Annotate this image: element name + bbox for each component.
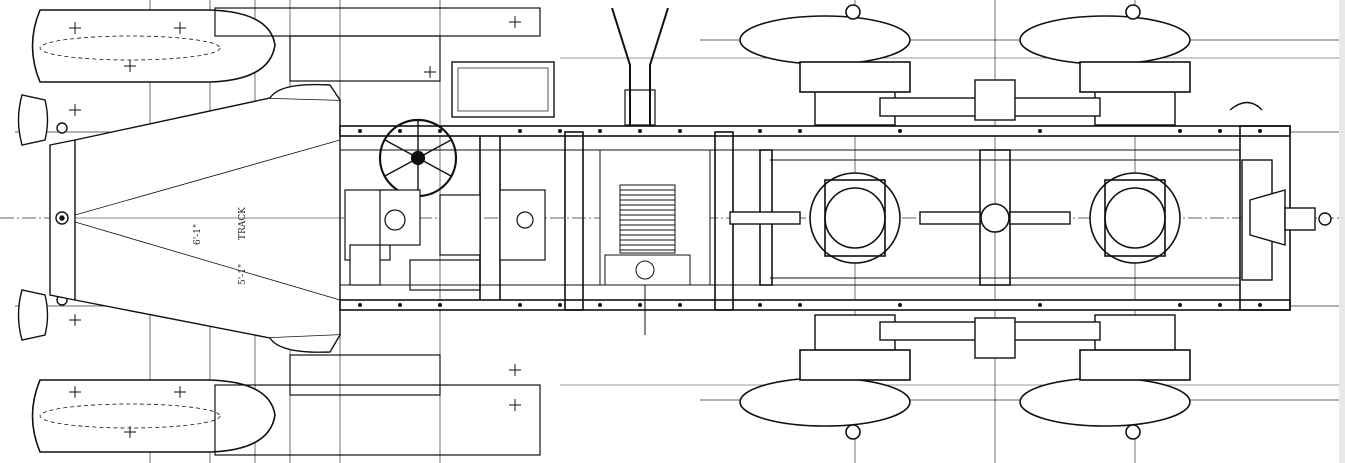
axle-housings	[814, 79, 1176, 359]
propeller-shafts	[729, 159, 1240, 279]
dimension-label-track: TRACK	[238, 207, 248, 240]
differentials	[809, 172, 1181, 264]
front-wheels	[31, 9, 276, 453]
dimension-label-width: 6'-1"	[193, 224, 203, 245]
rear-wheels	[739, 4, 1191, 440]
control-levers	[611, 7, 669, 126]
front-mudguards	[214, 7, 541, 456]
winch-drum	[599, 149, 711, 335]
engine-gearbox	[344, 189, 546, 291]
dimension-label-frame: 5'-1"	[238, 264, 248, 285]
scroll-edge	[1339, 0, 1345, 463]
tool-box	[451, 61, 555, 118]
rear-tow-assembly	[1229, 101, 1332, 281]
bonnet	[49, 83, 341, 353]
steering-wheel	[378, 118, 458, 198]
